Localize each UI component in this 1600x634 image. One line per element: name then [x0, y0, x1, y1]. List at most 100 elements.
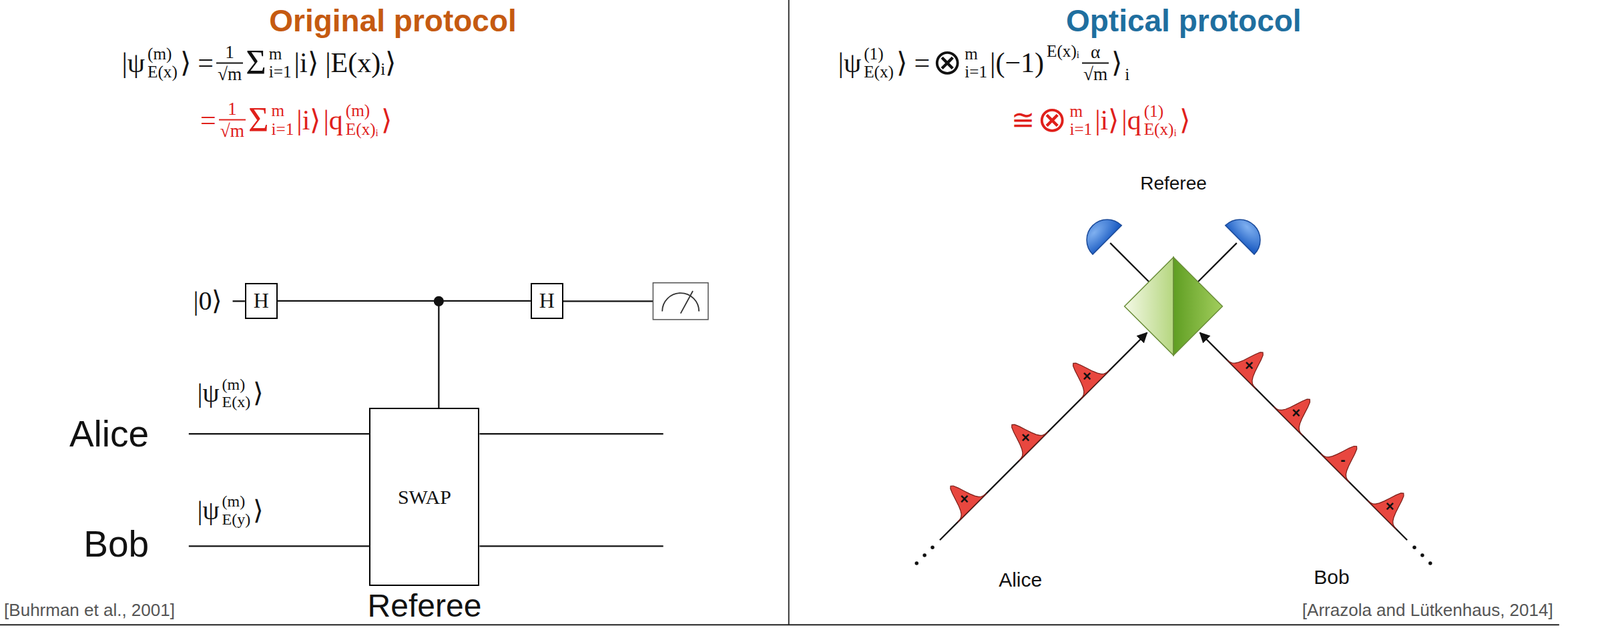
referee-label: Referee [367, 588, 482, 625]
math-text: ⟩ [381, 104, 392, 136]
script-stack: mi=1 [269, 44, 292, 82]
referee-label: Referee [1140, 173, 1207, 195]
math-text: |q [1121, 104, 1141, 136]
equation: |ψ(m)E(x)⟩ =1√mΣmi=1|i⟩ |E(x)ᵢ⟩ [120, 42, 398, 85]
equation: |ψ(m)E(y)⟩ [196, 492, 266, 528]
register-wire [188, 433, 370, 435]
party-label: Bob [83, 523, 149, 565]
subscript: E(x) [863, 63, 894, 83]
numerator: α [1090, 42, 1101, 63]
continuation-dot [1428, 561, 1433, 566]
math-text: ⟩ [1179, 104, 1191, 136]
math-operator: Σ [245, 44, 267, 83]
script-stack: (1)E(x)ᵢ [1144, 102, 1177, 139]
citation: [Arrazola and Lütkenhaus, 2014] [1302, 600, 1554, 621]
script-stack: mi=1 [1069, 102, 1093, 139]
subscript: E(x)ᵢ [1144, 120, 1177, 139]
citation: [Buhrman et al., 2001] [4, 600, 175, 621]
light-pulse [1226, 337, 1278, 389]
swap-gate: SWAP [369, 407, 480, 587]
subscript: i=1 [271, 120, 295, 139]
light-pulse [1058, 349, 1110, 400]
pulse-group [914, 337, 1432, 565]
superscript: (m) [222, 375, 246, 393]
math-text: |q [323, 104, 343, 136]
continuation-dot [930, 545, 935, 550]
subscript: E(y) [222, 509, 251, 528]
pulse-sign: × [1244, 357, 1254, 374]
fraction: 1√m [216, 42, 243, 85]
math-text: ⟩ [252, 378, 264, 408]
rule-line [0, 624, 1560, 626]
section-title: Optical protocol [1065, 3, 1302, 38]
equation: |ψ(m)E(x)⟩ [196, 375, 266, 411]
light-pulse [1320, 431, 1372, 483]
math-text: |(−1) [989, 48, 1044, 79]
pulse-sign: × [1385, 498, 1395, 515]
pulse-sign: - [1340, 451, 1346, 468]
party-label: Alice [69, 413, 149, 454]
fraction: 1√m [218, 99, 246, 142]
pulse-sign: × [959, 491, 969, 508]
superscript: E(x)ᵢ [1046, 42, 1080, 61]
math-text: ⟩ = [896, 48, 930, 79]
numerator: 1 [224, 42, 235, 63]
detector [1078, 210, 1122, 255]
hadamard-gate: H [530, 283, 564, 320]
hadamard-gate: H [244, 283, 278, 320]
qubit-wire [277, 300, 531, 302]
subscript: i=1 [1069, 120, 1093, 139]
math-operator: ⊗ [932, 44, 962, 83]
script-stack: (m)E(x)ᵢ [345, 102, 379, 139]
subscript: E(x) [222, 393, 251, 411]
detector-stalk [1198, 242, 1237, 282]
script-stack: (m)E(y) [222, 492, 251, 528]
register-wire [479, 545, 663, 547]
pulse-sign: × [1291, 404, 1301, 421]
subscript: i=1 [269, 63, 292, 83]
meter-arc [662, 293, 699, 312]
math-text: |ψ [121, 48, 145, 79]
divider [788, 0, 790, 625]
script-stack: (m)E(x) [222, 375, 251, 411]
math-text: = [200, 104, 217, 136]
math-text: ⟩ [1111, 48, 1123, 79]
detector [1225, 210, 1269, 255]
equation: |ψ(1)E(x)⟩ =⊗mi=1|(−1)E(x)ᵢα√m⟩i [837, 42, 1132, 85]
continuation-dot [1412, 545, 1417, 550]
math-text: |ψ [838, 48, 862, 79]
script-stack: (m)E(x) [147, 44, 178, 82]
math-operator: Σ [248, 101, 270, 141]
subscript: i [1124, 66, 1130, 85]
fraction: α√m [1082, 42, 1109, 85]
math-text: ⟩ [252, 495, 264, 525]
register-wire [188, 545, 370, 547]
meter-box [652, 283, 709, 320]
math-text: |0⟩ [192, 286, 223, 316]
script-stack: mi=1 [964, 44, 988, 82]
math-text: ≅ [1011, 104, 1035, 136]
denominator: √m [216, 62, 243, 85]
math-text: |ψ [197, 378, 220, 408]
numerator: 1 [227, 99, 237, 120]
math-operator: ⊗ [1037, 101, 1067, 141]
superscript: (m) [147, 44, 172, 64]
math-text: |i⟩ |E(x)ᵢ⟩ [294, 48, 396, 79]
equation: |0⟩ [191, 286, 224, 316]
superscript: m [964, 44, 978, 64]
subscript: E(x)ᵢ [345, 120, 379, 139]
light-pulse [997, 410, 1048, 462]
subscript: i=1 [964, 63, 988, 83]
detector-stalk [1110, 242, 1149, 282]
math-text: |i⟩ [1094, 104, 1119, 136]
gate-label: H [253, 289, 270, 313]
equation: ≅⊗mi=1|i⟩|q(1)E(x)ᵢ⟩ [1009, 101, 1191, 141]
gate-label: SWAP [397, 485, 452, 508]
superscript: m [271, 102, 286, 121]
pulse-sign: × [1082, 368, 1092, 385]
continuation-dot [1420, 553, 1425, 558]
script-stack: mi=1 [271, 102, 295, 139]
